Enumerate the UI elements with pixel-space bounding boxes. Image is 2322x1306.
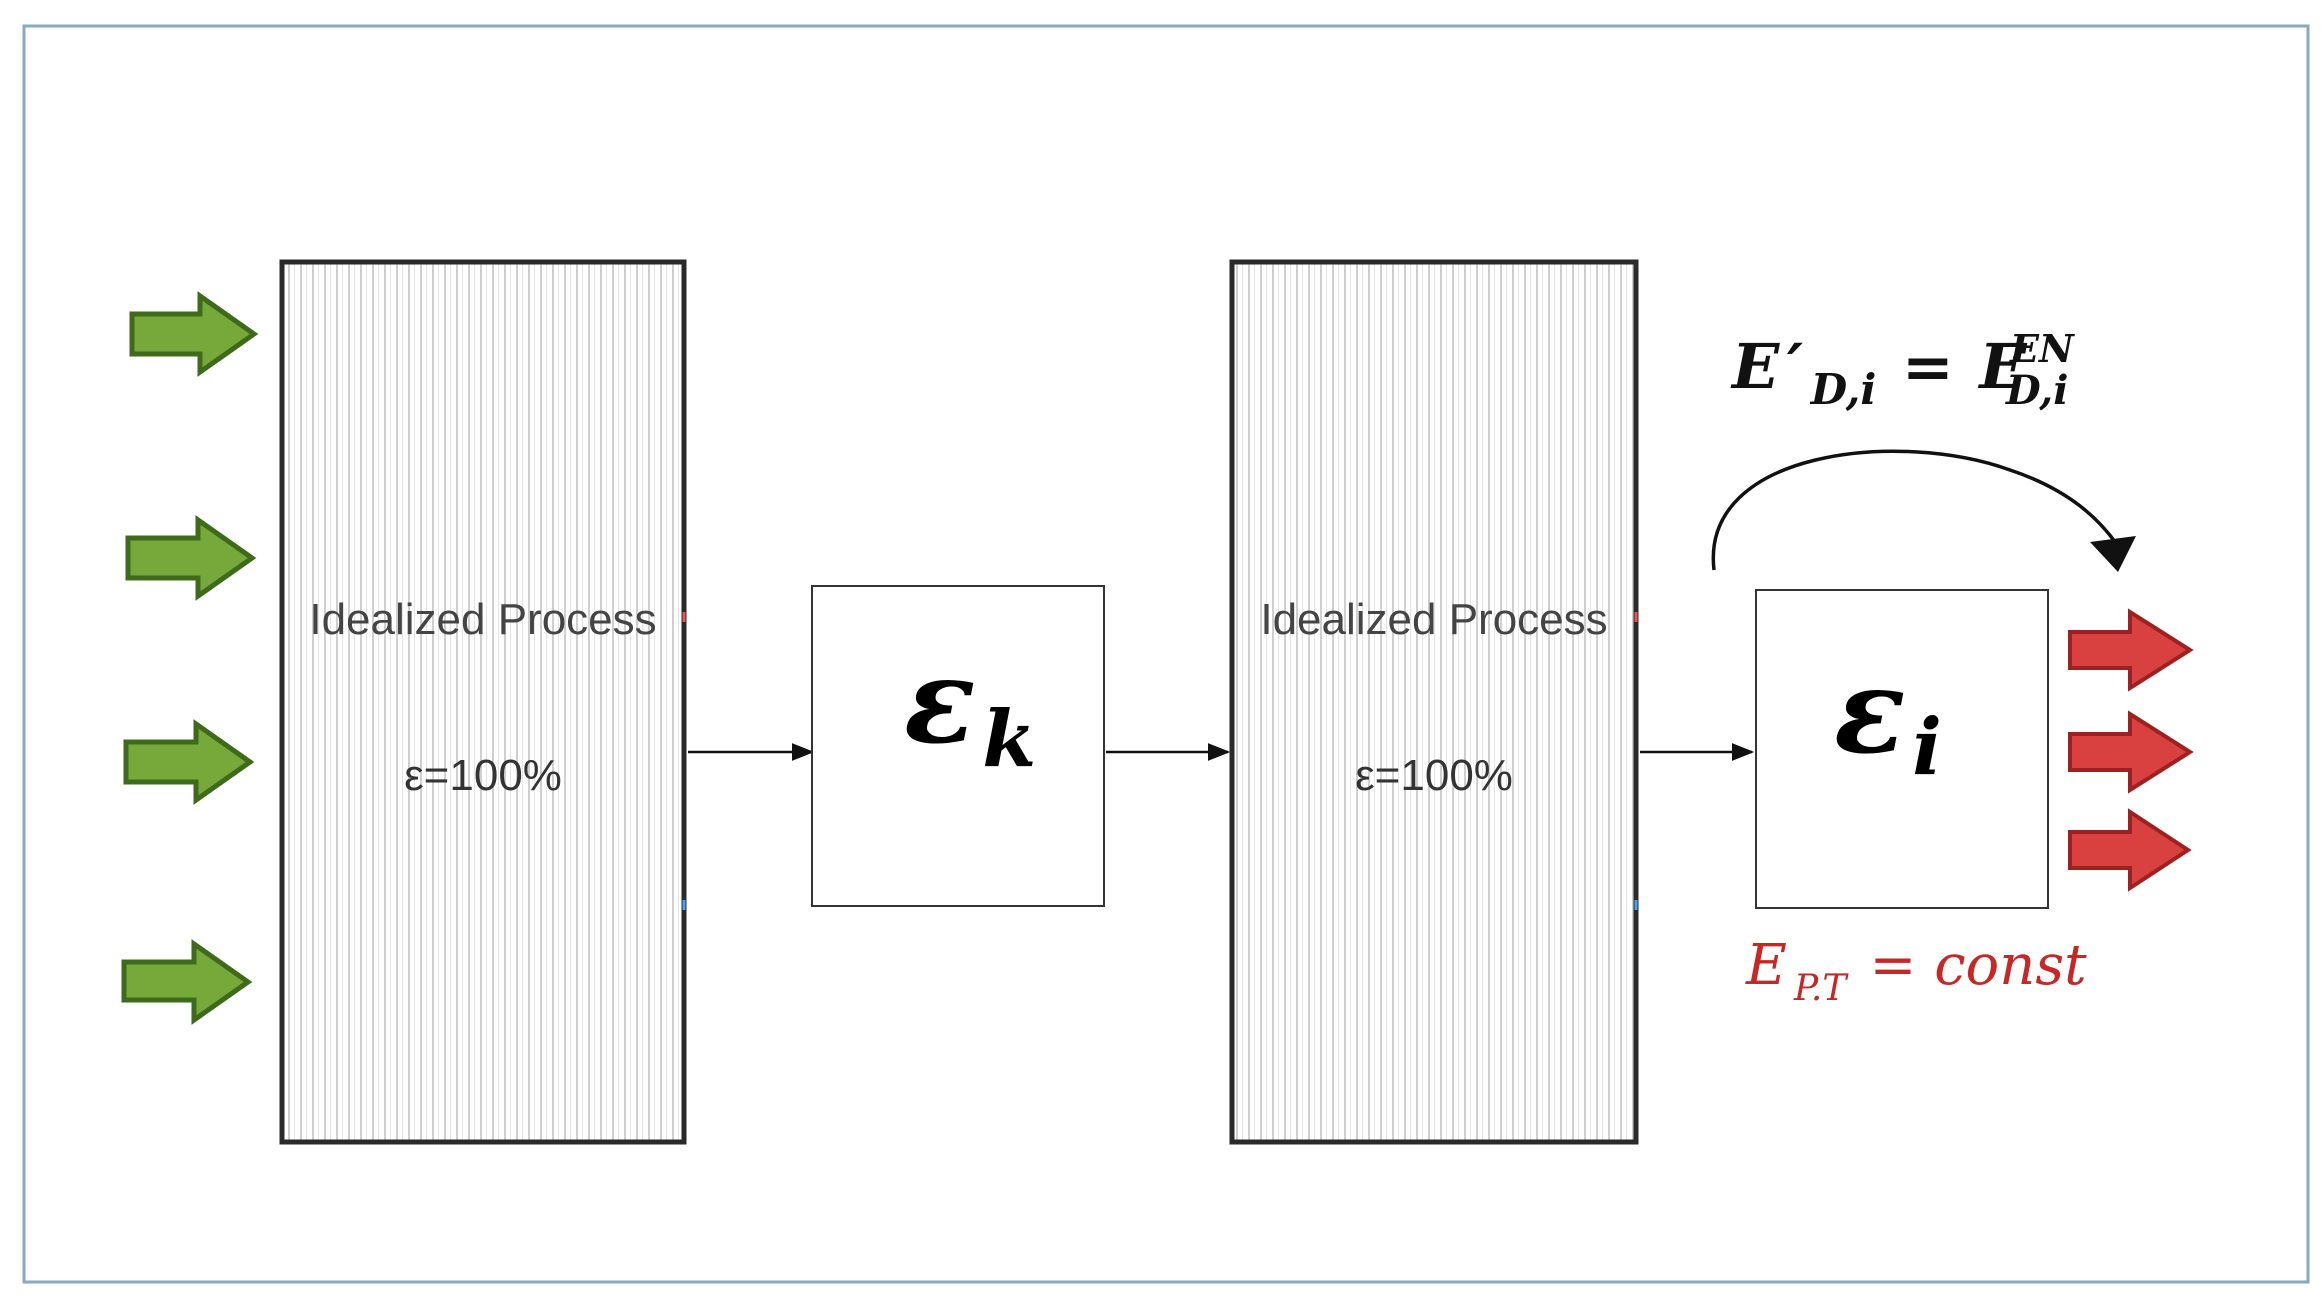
input-arrow-icon [129,291,259,377]
eq-top-rhs-sup: EN [2009,326,2075,371]
eq-top-lhs-prime: ′ [1787,330,1803,403]
eq-bottom-lhs-main: E [1745,933,1787,998]
process-block-left-fill [279,259,687,1145]
efficiency-box-k: ε k [811,585,1105,907]
epsilon-k-symbol: ε [904,631,976,770]
epsilon-k-label: ε k [904,631,1036,785]
eq-top-operator: = [1902,330,1954,403]
output-arrow-icon [2068,808,2192,892]
eq-top-rhs-main: E [1977,330,2027,403]
eq-top-rhs-sub: D,i [2005,367,2068,414]
curved-arrow-icon [1711,449,2136,572]
output-arrow-icon [2068,608,2194,692]
epsilon-i-symbol: ε [1834,641,1906,780]
output-arrows [2068,608,2194,892]
input-arrow-icon [121,939,253,1025]
epsilon-i-subscript: i [1912,702,1942,793]
output-arrow-icon [2068,710,2194,794]
input-arrow-icon [123,719,255,805]
process-left-efficiency: ε=100% [404,751,562,800]
equation-process-constant: E P.T = const [1745,933,2087,1009]
input-arrow-icon [125,515,257,601]
process-block-left: Idealized Process ε=100% [279,259,687,1145]
eq-top-lhs-main: E [1730,330,1780,403]
process-left-title: Idealized Process [309,595,656,644]
eq-bottom-lhs-sub: P.T [1793,968,1849,1009]
eq-top-lhs-sub: D,i [1810,365,1877,414]
input-arrows [121,291,259,1025]
efficiency-box-i: ε i [1755,589,2049,909]
process-block-right-fill [1229,259,1639,1145]
process-right-efficiency: ε=100% [1355,751,1513,800]
process-block-right: Idealized Process ε=100% [1229,259,1639,1145]
epsilon-i-label: ε i [1834,641,1942,793]
process-right-title: Idealized Process [1260,595,1607,644]
eq-bottom-rhs: = const [1869,933,2087,998]
equation-energy-demand: E ′ D,i = E [1730,330,2027,414]
epsilon-k-subscript: k [982,694,1036,785]
